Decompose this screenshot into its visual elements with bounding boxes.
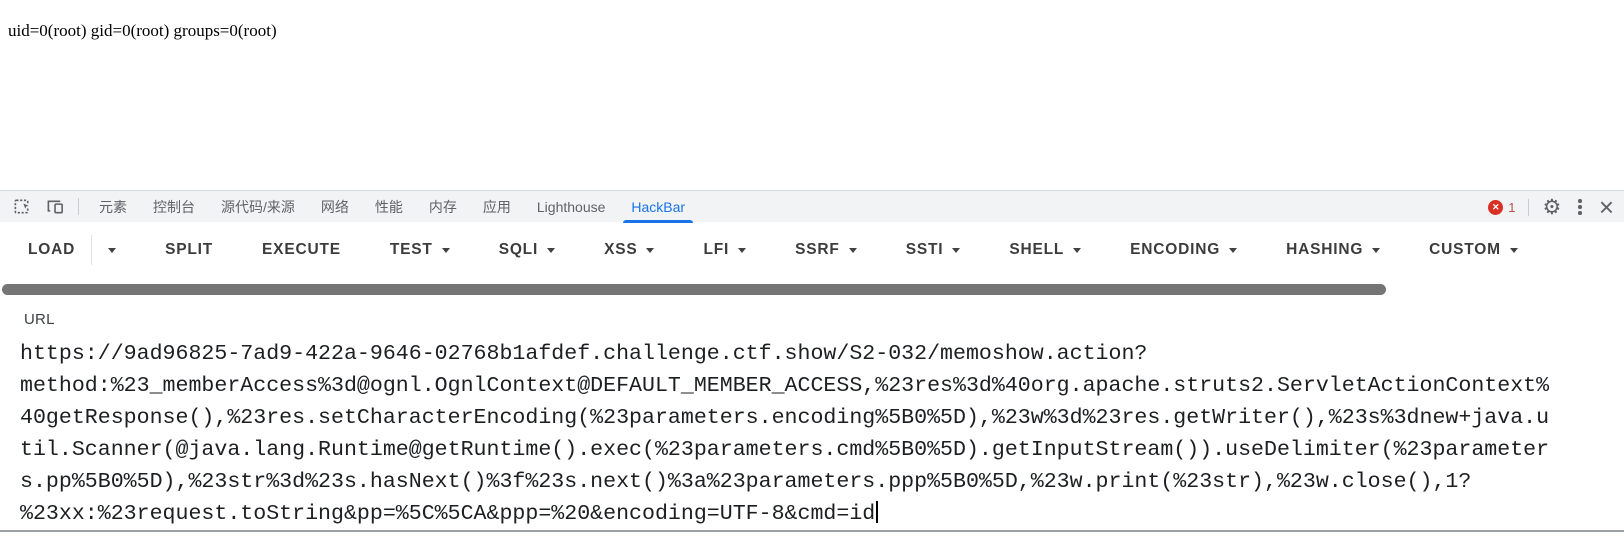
hackbar-menu-hashing[interactable]: HASHING [1286,241,1381,259]
hackbar-menu-ssti[interactable]: SSTI [906,241,961,259]
tab-network[interactable]: 网络 [320,198,349,215]
error-count: 1 [1508,199,1516,215]
url-line: %23xx:%23request.toString&pp=%5C%5CA&ppp… [20,498,1624,530]
hackbar-menu-label: SPLIT [165,241,214,258]
hackbar-menu-ssrf[interactable]: SSRF [795,241,857,259]
tab-sources[interactable]: 源代码/来源 [221,198,295,215]
hackbar-menu: LOAD SPLIT EXECUTE TEST SQLI XSS LFI SSRF SSTI SH… [0,222,1624,278]
hackbar-menu-load[interactable]: LOAD [28,235,117,265]
url-line: method:%23_memberAccess%3d@ognl.OgnlCont… [20,374,1550,398]
console-error-badge[interactable]: ✕ 1 [1488,199,1516,215]
hackbar-menu-label: CUSTOM [1429,241,1501,258]
hackbar-menu-execute[interactable]: EXECUTE [262,241,341,259]
tab-console[interactable]: 控制台 [153,198,195,215]
command-output-text: uid=0(root) gid=0(root) groups=0(root) [8,21,277,40]
hackbar-menu-custom[interactable]: CUSTOM [1429,241,1518,259]
hackbar-menu-label: ENCODING [1130,241,1221,258]
settings-gear-icon[interactable]: ⚙ [1542,194,1562,219]
url-line: 40getResponse(),%23res.setCharacterEncod… [20,406,1550,430]
tab-lighthouse[interactable]: Lighthouse [536,198,606,215]
hackbar-menu-label: LFI [703,241,730,258]
chevron-down-icon[interactable] [952,247,961,253]
close-icon[interactable]: × [1598,192,1614,222]
hackbar-menu-label: HASHING [1286,241,1364,258]
hackbar-menu-label: TEST [389,241,433,258]
url-section: URL https://9ad96825-7ad9-422a-9646-0276… [0,295,1624,530]
split-button-divider [91,235,93,265]
hackbar-menu-split[interactable]: SPLIT [165,241,213,259]
chevron-down-icon[interactable] [441,247,450,253]
tab-hackbar[interactable]: HackBar [618,191,698,223]
devtools-tabs: 元素 控制台 源代码/来源 网络 性能 内存 应用 Lighthouse HackBar [86,191,698,223]
hackbar-menu-test[interactable]: TEST [390,241,450,259]
chevron-down-icon[interactable] [547,247,556,253]
hackbar-menu-xss[interactable]: XSS [604,241,655,259]
chevron-down-icon[interactable] [1372,247,1381,253]
horizontal-scrollbar-thumb[interactable] [2,284,1386,295]
url-line: s.pp%5B0%5D),%23str%3d%23s.hasNext()%3f%… [20,470,1472,494]
chevron-down-icon[interactable] [848,247,857,253]
url-line: til.Scanner(@java.lang.Runtime@getRuntim… [20,438,1550,462]
devtools-tabbar: 元素 控制台 源代码/来源 网络 性能 内存 应用 Lighthouse HackBar ✕ 1… [0,190,1624,223]
chevron-down-icon[interactable] [1509,247,1518,253]
tabbar-divider [1528,198,1530,216]
tab-memory[interactable]: 内存 [428,198,457,215]
tabbar-divider [78,198,79,215]
hackbar-menu-label: SSTI [905,241,944,258]
hackbar-menu-lfi[interactable]: LFI [703,241,747,259]
tabbar-right-controls: ✕ 1 ⚙ × [1488,191,1614,223]
hackbar-menu-label: LOAD [28,241,76,258]
horizontal-scrollbar-track [0,284,1624,295]
page-output: uid=0(root) gid=0(root) groups=0(root) [0,0,1624,190]
url-field-bottom-border [0,530,1624,532]
chevron-down-icon[interactable] [646,247,655,253]
hackbar-menu-label: EXECUTE [262,241,341,258]
url-input[interactable]: https://9ad96825-7ad9-422a-9646-02768b1a… [20,338,1624,530]
error-icon: ✕ [1488,199,1504,215]
hackbar-menu-label: SQLI [498,241,539,258]
hackbar-menu-sqli[interactable]: SQLI [498,241,556,259]
chevron-down-icon[interactable] [108,247,117,253]
device-toolbar-icon[interactable] [44,196,66,218]
chevron-down-icon[interactable] [738,247,747,253]
kebab-menu-icon[interactable] [1574,199,1586,215]
hackbar-menu-label: SHELL [1009,241,1065,258]
chevron-down-icon[interactable] [1229,247,1238,253]
hackbar-menu-label: XSS [604,241,638,258]
hackbar-menu-label: SSRF [795,241,840,258]
url-line: https://9ad96825-7ad9-422a-9646-02768b1a… [20,342,1148,366]
hackbar-menu-shell[interactable]: SHELL [1009,241,1082,259]
hackbar-menu-encoding[interactable]: ENCODING [1130,241,1238,259]
url-field-label: URL [24,311,55,328]
chevron-down-icon[interactable] [1073,247,1082,253]
inspect-element-icon[interactable] [11,196,33,218]
tab-application[interactable]: 应用 [482,198,511,215]
tab-elements[interactable]: 元素 [99,198,127,215]
tab-performance[interactable]: 性能 [374,198,403,215]
text-caret [876,501,879,523]
